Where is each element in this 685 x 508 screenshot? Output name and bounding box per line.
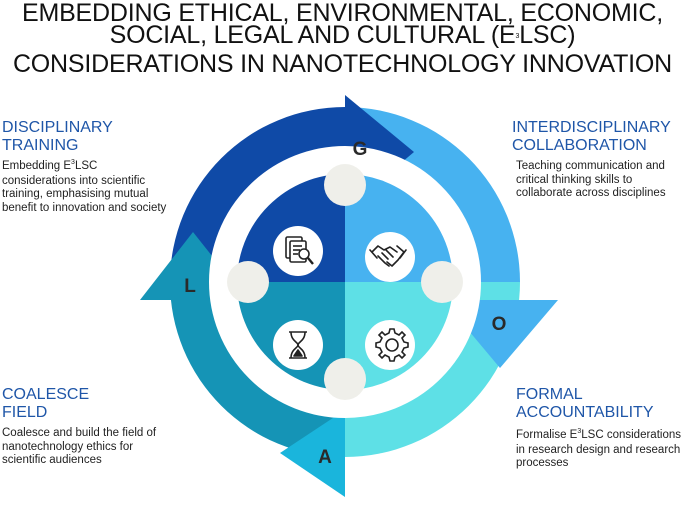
gear-icon	[375, 328, 409, 362]
connector-bottom	[324, 358, 366, 400]
interdisciplinary-collaboration-text: Teaching communication and critical thin…	[516, 160, 666, 199]
connector-right	[421, 261, 463, 303]
letter-l: L	[184, 276, 196, 297]
disciplinary-training-text: Embedding E3LSC considerations into scie…	[2, 159, 167, 214]
icon-circle-top-right	[365, 232, 415, 282]
arrow-head-a	[280, 410, 345, 497]
letter-a: A	[318, 447, 332, 468]
connector-left	[227, 261, 269, 303]
coalesce-field-text: Coalesce and build the field of nanotech…	[2, 427, 157, 466]
page-title: EMBEDDING ETHICAL, ENVIRONMENTAL, ECONOM…	[0, 0, 685, 78]
document-search-icon	[285, 236, 314, 265]
hourglass-icon	[289, 331, 307, 359]
disciplinary-training-heading: DISCIPLINARY TRAINING	[2, 119, 113, 154]
formal-accountability-text: Formalise E3LSC considerations in resear…	[516, 428, 681, 469]
coalesce-field-heading: COALESCE FIELD	[2, 386, 90, 421]
formal-accountability-heading: FORMAL ACCOUNTABILITY	[516, 386, 654, 421]
title-line-3: CONSIDERATIONS IN NANOTECHNOLOGY INNOVAT…	[12, 50, 673, 78]
interdisciplinary-collaboration-heading: INTERDISCIPLINARY COLLABORATION	[512, 119, 671, 154]
title-line-1: EMBEDDING ETHICAL, ENVIRONMENTAL, ECONOM…	[21, 0, 663, 27]
title-line-2: SOCIAL, LEGAL AND CULTURAL (E3LSC)	[109, 21, 576, 49]
handshake-icon	[369, 245, 407, 267]
connector-top	[324, 164, 366, 206]
letter-o: O	[492, 314, 507, 335]
inner-mask	[209, 146, 481, 418]
letter-g: G	[353, 139, 368, 160]
